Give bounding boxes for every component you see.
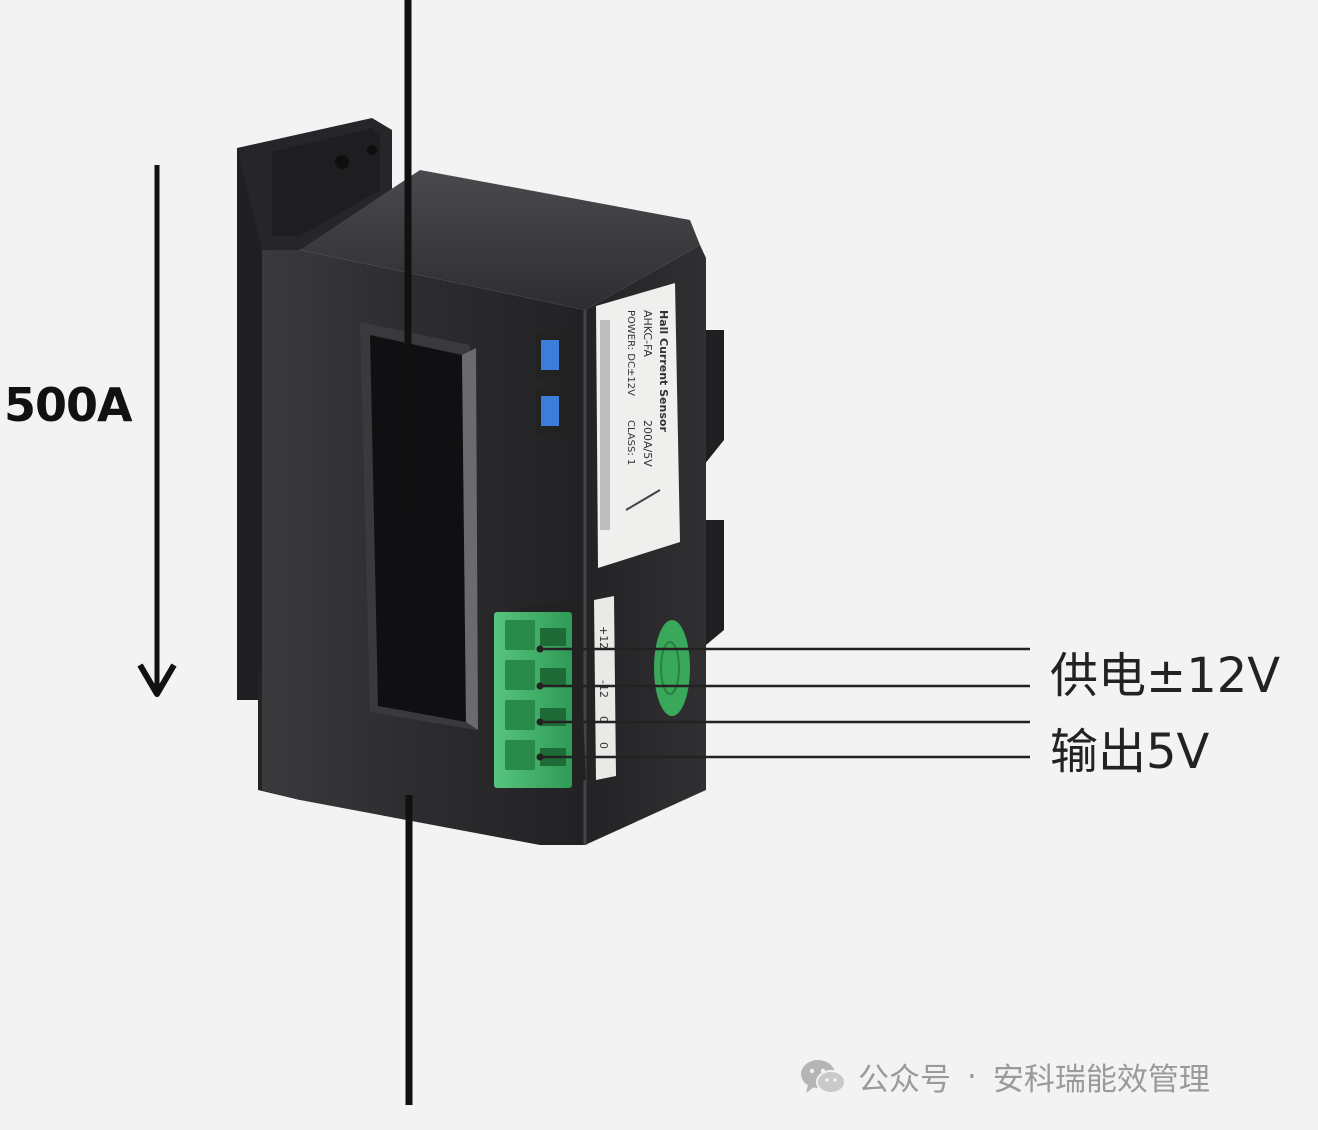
terminal-block [494, 600, 586, 790]
terminal-label-strip: +12 -12 0 0 [594, 596, 616, 780]
label-rating: 200A/5V [641, 420, 654, 467]
terminal-label-2: -12 [597, 680, 610, 698]
watermark-account: 安科瑞能效管理 [992, 1062, 1210, 1098]
wechat-icon [801, 1059, 846, 1094]
watermark-prefix: 公众号 [858, 1062, 951, 1098]
product-label: Hall Current Sensor AHKC-FA 200A/5V POWE… [596, 283, 680, 568]
callout-leaders [536, 645, 1030, 761]
cert-sticker [654, 620, 690, 716]
current-direction-arrow [137, 165, 177, 697]
watermark: 公众号 · 安科瑞能效管理 [800, 1054, 1210, 1099]
watermark-separator: · [967, 1058, 977, 1095]
terminal-label-1: +12 [597, 626, 610, 649]
label-power: POWER: DC±12V [625, 310, 636, 396]
label-class: CLASS: 1 [625, 420, 636, 465]
current-rating-label: 500A [4, 378, 133, 432]
terminal-label-3: 0 [597, 716, 610, 723]
terminal-label-4: 0 [597, 742, 610, 749]
conductor-wire [404, 0, 413, 1105]
label-model: AHKC-FA [641, 310, 654, 357]
power-supply-callout: 供电±12V [1050, 648, 1281, 704]
label-title: Hall Current Sensor [657, 310, 670, 432]
barcode [600, 320, 610, 530]
output-callout: 输出5V [1050, 724, 1210, 780]
dip-switches [536, 334, 564, 434]
